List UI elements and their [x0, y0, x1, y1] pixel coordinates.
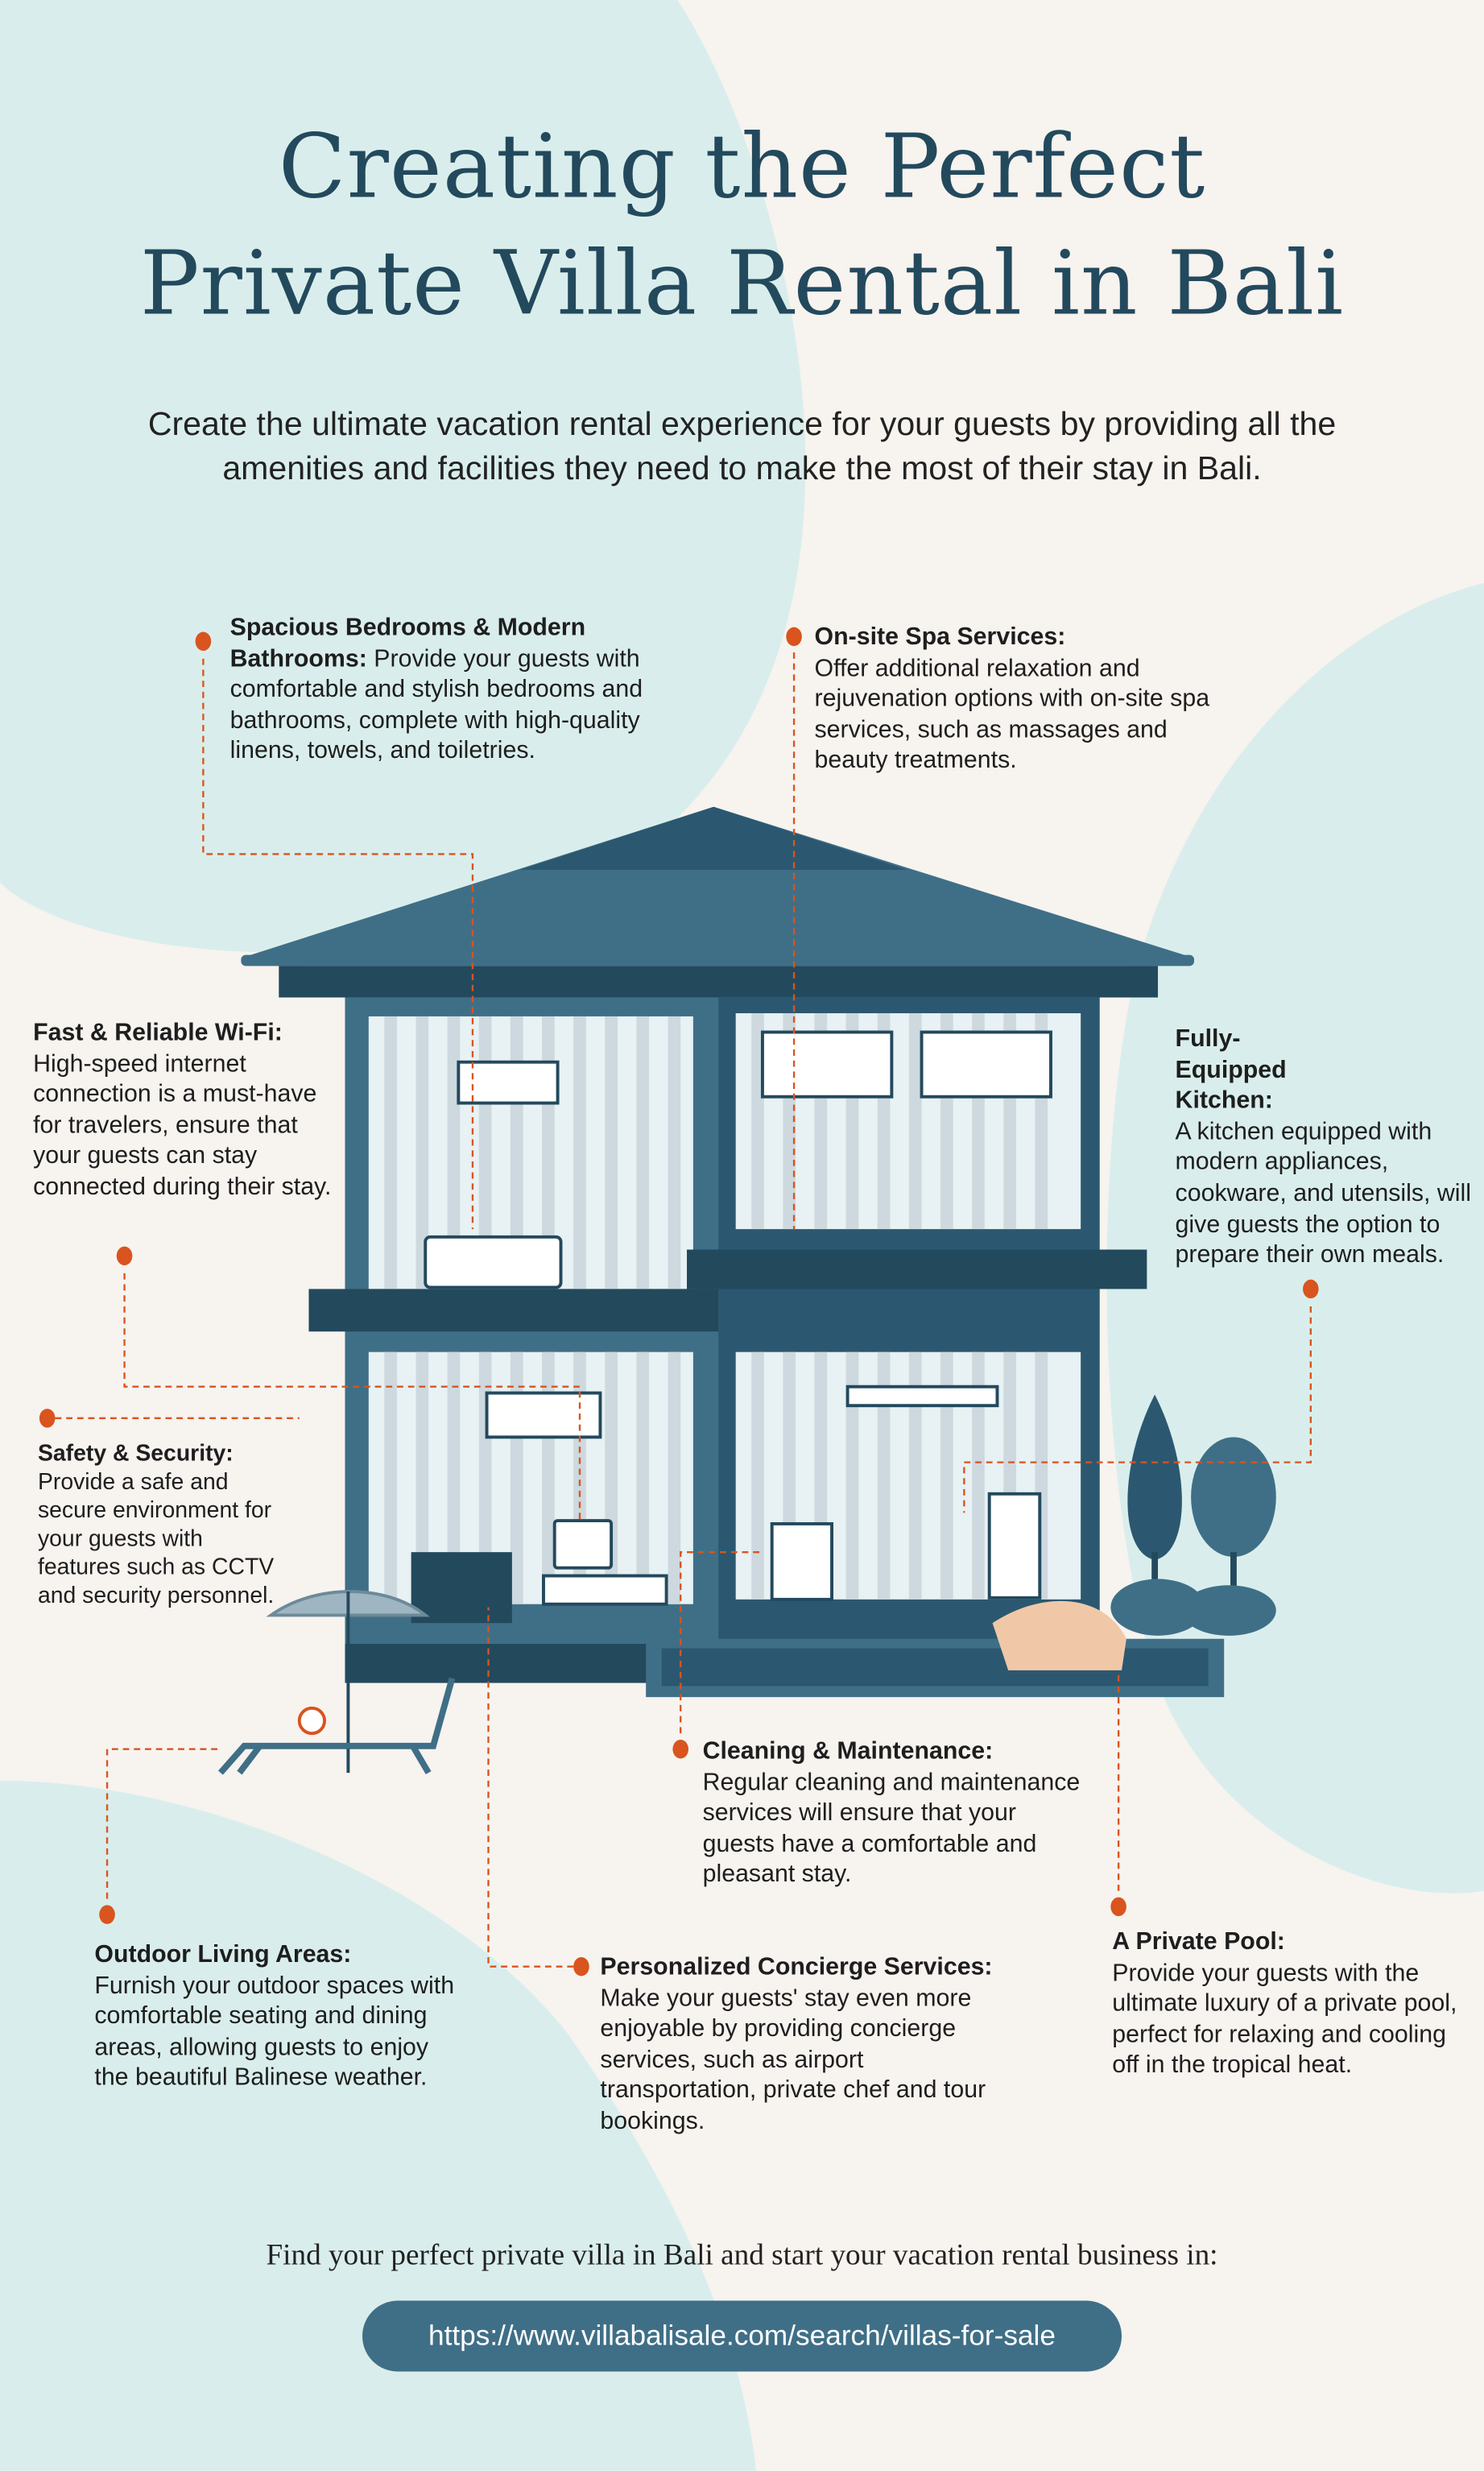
callout-text: Offer additional relaxation and rejuvena… — [814, 655, 1210, 775]
bullet-dot — [39, 1409, 56, 1428]
callout-outdoor: Outdoor Living Areas: Furnish your outdoo… — [94, 1939, 465, 2094]
callout-title: Fast & Reliable Wi-Fi: — [33, 1019, 283, 1047]
callout-title: Spacious Bedrooms & Modern Bathrooms: — [229, 615, 586, 673]
callout-concierge: Personalized Concierge Services: Make you… — [600, 1952, 1017, 2138]
page-title: Creating the Perfect Private Villa Renta… — [0, 110, 1484, 344]
callout-text: Provide your guests with the ultimate lu… — [1112, 1960, 1457, 2080]
callout-title: On-site Spa Services: — [814, 623, 1066, 652]
callout-title: Outdoor Living Areas: — [94, 1941, 352, 1968]
callout-title: Personalized Concierge Services: — [600, 1954, 993, 1981]
callout-text: Provide your guests with comfortable and… — [229, 645, 643, 765]
umbrella-and-lounger — [217, 1590, 456, 1775]
callout-cleaning: Cleaning & Maintenance: Regular cleaning … — [703, 1736, 1089, 1891]
bullet-dot — [99, 1905, 115, 1924]
bullet-dot — [1110, 1897, 1126, 1917]
title-line-1: Creating the Perfect — [278, 116, 1206, 219]
callout-text: High-speed internet connection is a must… — [33, 1050, 332, 1201]
callout-title: Fully-Equipped Kitchen: — [1175, 1025, 1287, 1115]
callout-bedrooms: Spacious Bedrooms & Modern Bathrooms: Pr… — [230, 613, 663, 768]
callout-pool: A Private Pool: Provide your guests with … — [1112, 1927, 1474, 2082]
title-line-2: Private Villa Rental in Bali — [139, 233, 1345, 336]
bullet-dot — [195, 631, 212, 652]
url-link-button[interactable]: https://www.villabalisale.com/search/vil… — [362, 2300, 1122, 2372]
footer-text: Find your perfect private villa in Bali … — [266, 2239, 1218, 2273]
villa-house — [241, 806, 1225, 1698]
callout-title: Safety & Security: — [37, 1442, 234, 1467]
callout-spa: On-site Spa Services: Offer additional re… — [815, 623, 1225, 777]
bullet-dot — [1303, 1279, 1319, 1299]
callout-safety: Safety & Security: Provide a safe and sec… — [38, 1440, 274, 1610]
bullet-dot — [116, 1246, 133, 1266]
bullet-dot — [573, 1956, 589, 1976]
subtitle: Create the ultimate vacation rental expe… — [147, 406, 1337, 487]
callout-wifi: Fast & Reliable Wi-Fi: High-speed interne… — [33, 1018, 333, 1203]
bullet-dot — [786, 627, 802, 647]
callout-title: A Private Pool: — [1112, 1928, 1285, 1956]
callout-title: Cleaning & Maintenance: — [702, 1738, 994, 1765]
callout-kitchen: Fully-Equipped Kitchen:A kitchen equippe… — [1176, 1024, 1475, 1272]
callout-text: Furnish your outdoor spaces with comfort… — [94, 1972, 455, 2092]
trees — [1110, 1394, 1276, 1636]
callout-text: Provide a safe and secure environment fo… — [37, 1470, 275, 1609]
connector-lines — [55, 652, 1312, 1968]
callout-text: Regular cleaning and maintenance service… — [702, 1769, 1081, 1889]
bullet-dot — [672, 1739, 688, 1759]
callout-text: A kitchen equipped with modern appliance… — [1175, 1118, 1472, 1269]
callout-text: Make your guests' stay even more enjoyab… — [600, 1985, 986, 2135]
